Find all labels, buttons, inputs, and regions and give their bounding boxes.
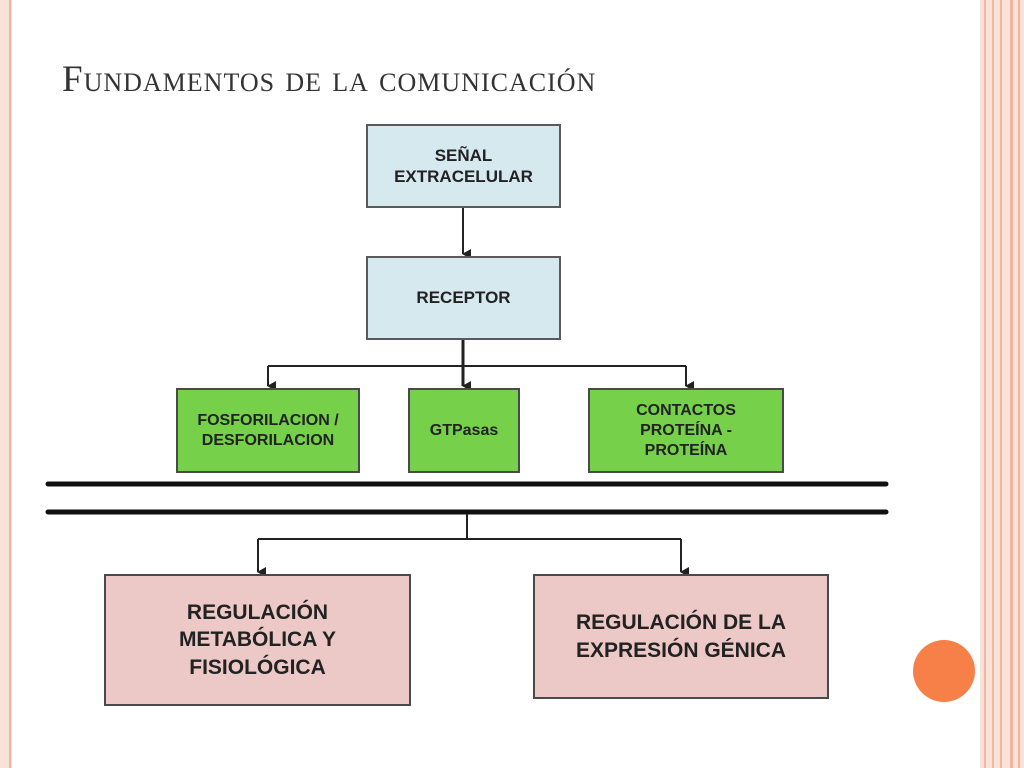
node-senal-extracelular: SEÑAL EXTRACELULAR xyxy=(366,124,561,208)
node-label: REGULACIÓN DE LA EXPRESIÓN GÉNICA xyxy=(575,611,787,662)
node-regulacion-expresion-genica: REGULACIÓN DE LA EXPRESIÓN GÉNICA xyxy=(533,574,829,699)
node-label: FOSFORILACION / DESFORILACION xyxy=(197,411,339,449)
slide-title: Fundamentos de la comunicación xyxy=(62,59,597,100)
node-receptor: RECEPTOR xyxy=(366,256,561,340)
node-regulacion-metabolica: REGULACIÓN METABÓLICA Y FISIOLÓGICA xyxy=(104,574,411,706)
node-label: SEÑAL EXTRACELULAR xyxy=(394,145,533,186)
node-label: REGULACIÓN METABÓLICA Y FISIOLÓGICA xyxy=(178,601,337,679)
node-label: GTPasas xyxy=(429,421,499,439)
right-decorative-stripes xyxy=(980,0,1024,768)
left-decorative-border xyxy=(0,0,12,768)
node-gtpasas: GTPasas xyxy=(408,388,520,473)
node-contactos-proteina: CONTACTOS PROTEÍNA - PROTEÍNA xyxy=(588,388,784,473)
node-label: CONTACTOS PROTEÍNA - PROTEÍNA xyxy=(636,401,736,459)
node-label: RECEPTOR xyxy=(416,288,511,308)
node-fosforilacion: FOSFORILACION / DESFORILACION xyxy=(176,388,360,473)
decorative-orange-circle xyxy=(913,640,975,702)
